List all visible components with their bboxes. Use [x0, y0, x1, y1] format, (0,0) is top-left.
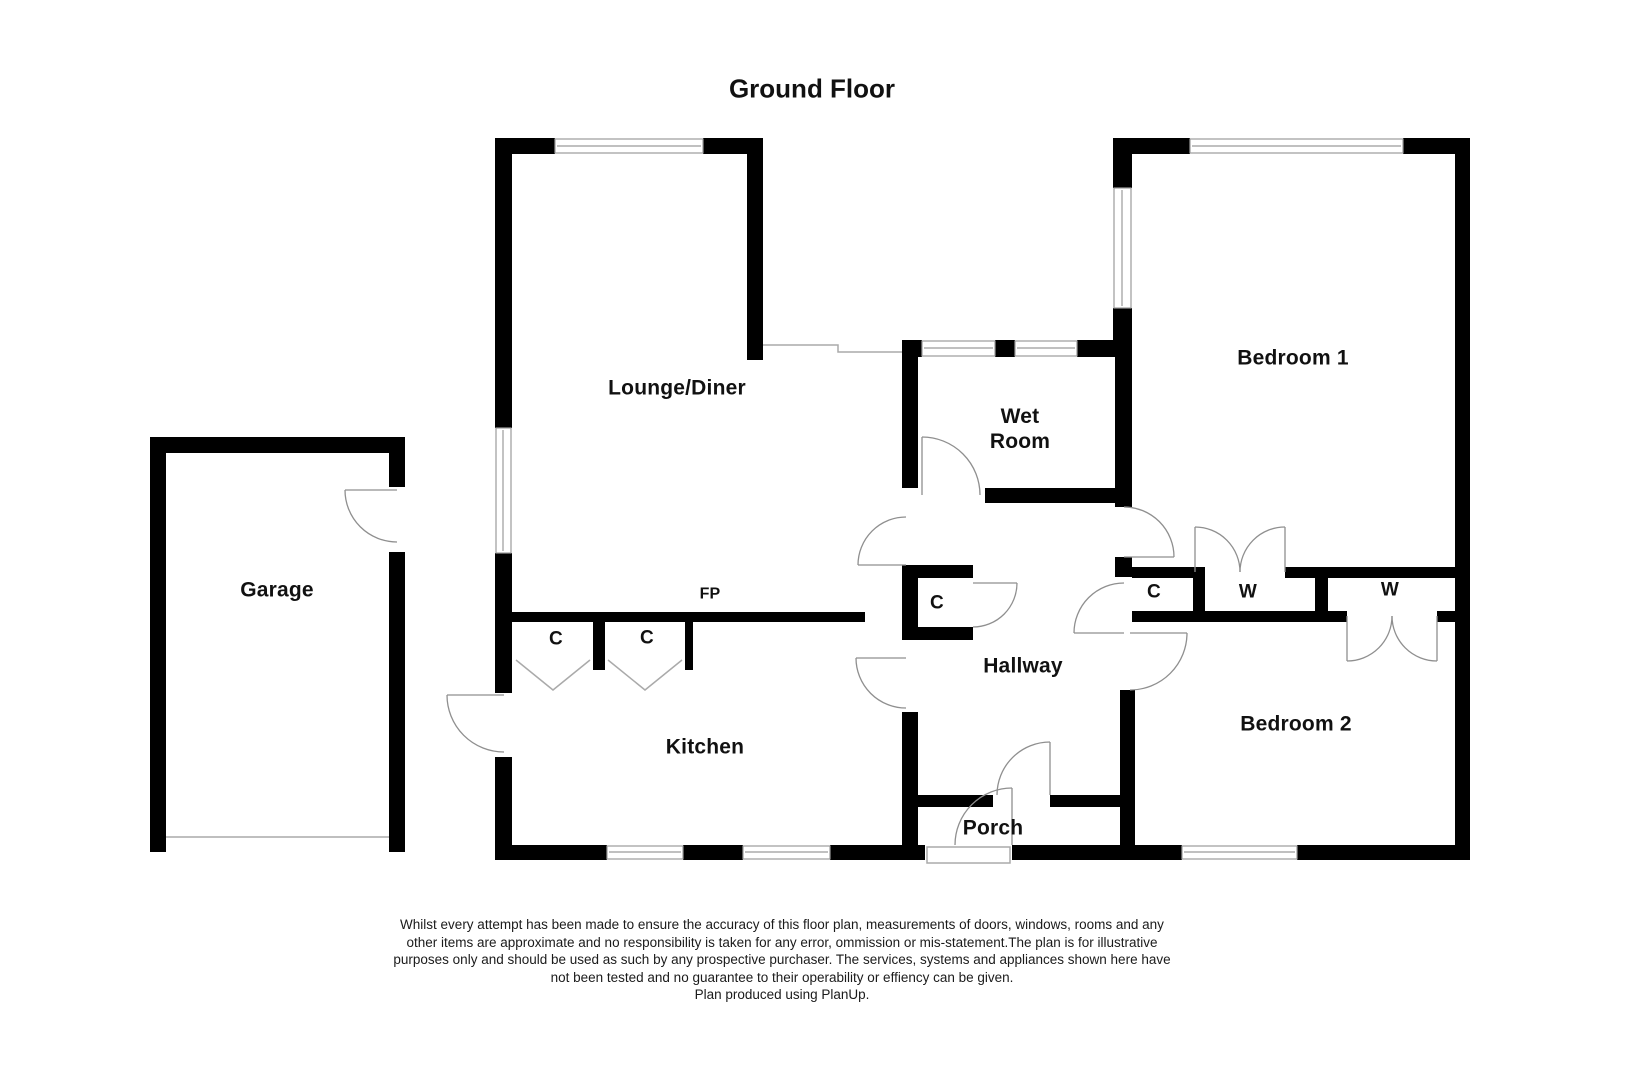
- disclaimer: Whilst every attempt has been made to en…: [302, 916, 1262, 1004]
- wall: [1403, 138, 1470, 154]
- feature-label-fireplace: FP: [699, 585, 721, 603]
- door-swing-arc: [1194, 526, 1241, 573]
- wall: [918, 795, 993, 807]
- wall: [1455, 138, 1470, 860]
- feature-label-cupboard-kitchen-2: C: [640, 627, 654, 649]
- wall: [902, 627, 973, 640]
- room-label-bedroom-1: Bedroom 1: [1237, 346, 1349, 370]
- wall: [1120, 690, 1135, 860]
- wall: [495, 138, 512, 428]
- plan-credit: Plan produced using PlanUp.: [694, 987, 870, 1002]
- wall: [495, 845, 607, 860]
- door-swing-arc: [344, 489, 398, 543]
- wall: [683, 845, 743, 860]
- wall: [1285, 567, 1457, 578]
- room-label-hallway: Hallway: [983, 654, 1063, 678]
- wall: [150, 437, 166, 852]
- room-label-lounge-diner: Lounge/Diner: [608, 376, 746, 400]
- wall: [902, 565, 918, 640]
- feature-label-cupboard-bedroom: C: [1147, 581, 1161, 603]
- wall: [902, 845, 925, 860]
- wall: [830, 845, 918, 860]
- door-swing-arc: [1391, 615, 1438, 662]
- wall: [995, 340, 1015, 357]
- wall: [1132, 611, 1347, 622]
- wall: [1315, 567, 1328, 622]
- door-swing-arc: [954, 787, 1013, 846]
- wall: [685, 620, 693, 670]
- door-swing-arc: [972, 582, 1018, 628]
- wall: [1437, 611, 1457, 622]
- door-swing-arc: [1123, 506, 1175, 558]
- doors-group: [344, 436, 1438, 846]
- wall: [747, 138, 763, 360]
- wall: [1012, 845, 1120, 860]
- wall: [1297, 845, 1470, 860]
- wall: [1193, 567, 1205, 622]
- door-swing-arc: [921, 436, 981, 496]
- door-swing-arc: [1346, 615, 1393, 662]
- recess-edge-line: [763, 344, 902, 353]
- wall: [1113, 308, 1132, 357]
- wall: [389, 437, 405, 487]
- disclaimer-line: other items are approximate and no respo…: [406, 934, 1158, 950]
- door-swing-arc: [446, 694, 505, 753]
- wall: [1120, 845, 1182, 860]
- walls-group: [150, 138, 1470, 860]
- wall: [150, 437, 405, 453]
- feature-label-wardrobe-2: W: [1380, 579, 1400, 601]
- bifold-door: [607, 659, 683, 691]
- wall: [1115, 557, 1132, 577]
- wall: [1115, 357, 1132, 507]
- door-swing-arc: [1239, 526, 1286, 573]
- wall: [495, 553, 512, 693]
- door-swing-arc: [1129, 632, 1188, 691]
- room-label-garage: Garage: [240, 578, 314, 602]
- wall: [389, 552, 405, 852]
- wall: [495, 757, 512, 852]
- wall: [593, 620, 605, 670]
- wall: [902, 565, 973, 578]
- door-step: [926, 846, 1011, 864]
- bifold-door: [515, 659, 591, 691]
- feature-label-cupboard-kitchen-1: C: [549, 628, 563, 650]
- misc-lines-group: [166, 344, 1011, 864]
- room-label-wet-room: Wet Room: [989, 405, 1051, 453]
- room-label-kitchen: Kitchen: [665, 735, 745, 759]
- door-swing-arc: [996, 741, 1051, 796]
- disclaimer-line: not been tested and no guarantee to thei…: [550, 969, 1014, 985]
- feature-label-wardrobe-1: W: [1238, 581, 1258, 603]
- windows-group: [495, 138, 1404, 860]
- wall: [512, 612, 865, 622]
- door-swing-arc: [857, 516, 907, 566]
- disclaimer-line: Whilst every attempt has been made to en…: [400, 917, 1164, 932]
- door-swing-arc: [855, 657, 907, 709]
- wall: [902, 340, 918, 488]
- wall: [902, 712, 918, 860]
- room-label-porch: Porch: [962, 816, 1024, 840]
- wall: [1132, 567, 1195, 578]
- door-swing-arc: [1073, 582, 1125, 634]
- feature-label-cupboard-hallway: C: [930, 592, 944, 614]
- page-title: Ground Floor: [728, 73, 896, 104]
- disclaimer-line: purposes only and should be used as such…: [393, 952, 1171, 967]
- wall: [902, 340, 922, 357]
- wall: [1050, 795, 1120, 807]
- room-label-bedroom-2: Bedroom 2: [1240, 712, 1352, 736]
- wall: [1113, 138, 1190, 154]
- wall: [985, 488, 1130, 503]
